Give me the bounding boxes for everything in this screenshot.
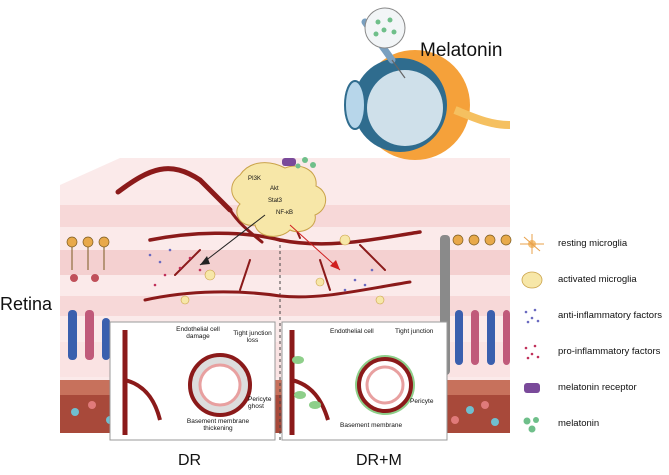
retina-label: Retina [0, 294, 53, 314]
dr-tight-junction-loss: Tight junction loss [233, 330, 272, 344]
dr-inset [109, 321, 276, 441]
panel-label-dr: DR [178, 452, 202, 469]
melatonin-title: Melatonin [420, 40, 503, 61]
dr-pericyte-ghost: Pericyte ghost [248, 396, 272, 410]
drm-inset [281, 321, 448, 441]
drm-pericyte: Pericyte [410, 398, 434, 405]
dr-basement-thickening: Basement membrane thickening [186, 418, 250, 432]
blood-vessels [115, 166, 422, 302]
photoreceptors-left [66, 236, 110, 360]
pro-inflammatory-icon [524, 344, 540, 360]
legend-label-resting: resting microglia [558, 238, 628, 249]
legend-icons [520, 234, 544, 433]
pathway-stat3: Stat3 [268, 198, 283, 204]
dr-endothelial-damage: Endothelial cell damage [176, 326, 220, 340]
legend-label-melatonin: melatonin [558, 418, 600, 429]
pathway-akt: Akt [270, 186, 279, 192]
activated-microglia-icon [521, 271, 543, 289]
activated-microglia-cell [199, 157, 341, 271]
melatonin-receptor-icon [524, 383, 540, 393]
microglia-scattered [180, 234, 385, 305]
anti-inflammatory-icon [524, 308, 540, 324]
drm-endothelial: Endothelial cell [330, 328, 374, 335]
legend-label-activated: activated microglia [558, 274, 637, 285]
panel-label-drm: DR+M [356, 452, 402, 469]
drm-basement: Basement membrane [340, 422, 403, 429]
pathway-pi3k: PI3K [248, 176, 262, 182]
melatonin-icon [523, 417, 539, 433]
legend-label-pro: pro-inflammatory factors [558, 346, 661, 357]
pathway-nfkb: NF-κB [276, 210, 293, 216]
drm-tight-junction: Tight junction [395, 328, 434, 335]
legend-label-receptor: melatonin receptor [558, 382, 637, 393]
syringe-icon [361, 7, 406, 79]
inflammatory-factors [148, 248, 374, 292]
eye-illustration [344, 50, 511, 160]
legend-label-anti: anti-inflammatory factors [558, 310, 663, 321]
resting-microglia-icon [520, 234, 544, 254]
